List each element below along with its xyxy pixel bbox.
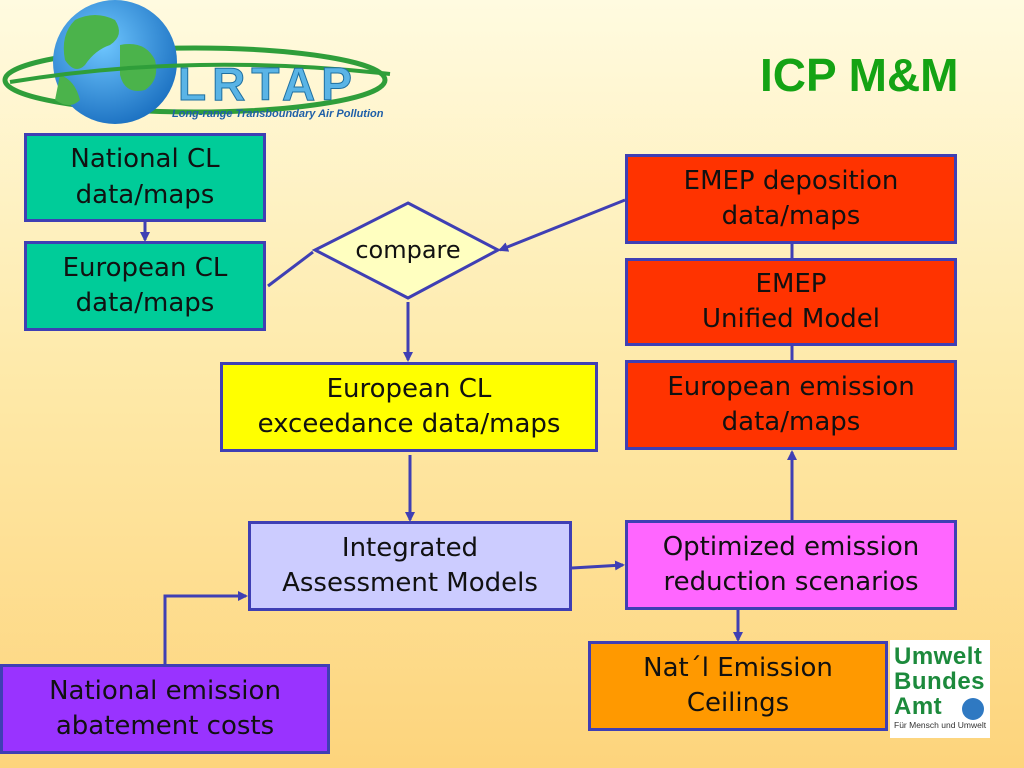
compare-label: compare xyxy=(355,236,461,264)
uba-tagline: Für Mensch und Umwelt xyxy=(894,720,987,730)
european-emission-box: European emission data/maps xyxy=(625,360,957,450)
exceedance-line1: European CL xyxy=(326,373,492,404)
european-emission-line2: data/maps xyxy=(721,407,861,437)
exceedance-box: European CL exceedance data/maps xyxy=(220,362,598,452)
optimized-line2: reduction scenarios xyxy=(663,567,919,597)
arrow-emep-to-compare xyxy=(498,198,626,252)
optimized-box: Optimized emission reduction scenarios xyxy=(625,520,957,610)
uba-line2: Bundes xyxy=(894,668,986,695)
emep-model-line2: Unified Model xyxy=(702,304,880,334)
optimized-line1: Optimized emission xyxy=(662,531,920,562)
emep-deposition-box: EMEP deposition data/maps xyxy=(625,154,957,244)
national-abatement-line2: abatement costs xyxy=(55,711,275,741)
ceilings-box: Nat´l Emission Ceilings xyxy=(588,641,888,731)
emep-deposition-line1: EMEP deposition xyxy=(683,165,899,196)
national-abatement-box: National emission abatement costs xyxy=(0,664,330,754)
arrow-abatement-to-integrated xyxy=(163,591,248,664)
lrtap-logo: LRTAP Long-range Transboundary Air Pollu… xyxy=(2,0,391,124)
european-cl-box: European CL data/maps xyxy=(24,241,266,331)
integrated-line1: Integrated xyxy=(341,532,479,563)
un-emblem-icon xyxy=(962,698,984,720)
european-emission-line1: European emission xyxy=(667,371,915,402)
national-cl-line1: National CL xyxy=(70,144,220,175)
compare-diamond xyxy=(311,201,502,300)
arrow-integrated-to-optimized xyxy=(571,560,625,571)
uba-line1: Umwelt xyxy=(894,643,983,670)
emep-model-box: EMEP Unified Model xyxy=(625,258,957,346)
national-abatement-line1: National emission xyxy=(49,675,281,706)
page-title: ICP M&M xyxy=(760,49,959,101)
ceilings-line1: Nat´l Emission xyxy=(643,652,833,683)
connector-european-to-compare xyxy=(267,250,314,288)
umweltbundesamt-logo: Umwelt Bundes Amt Für Mensch und Umwelt xyxy=(890,640,990,738)
logo-subtitle: Long-range Transboundary Air Pollution xyxy=(172,108,384,120)
integrated-line2: Assessment Models xyxy=(282,568,538,598)
european-cl-line1: European CL xyxy=(62,252,228,283)
emep-deposition-line2: data/maps xyxy=(721,201,861,231)
national-cl-line2: data/maps xyxy=(75,179,215,210)
integrated-box: Integrated Assessment Models xyxy=(248,521,572,611)
national-cl-box: National CL data/maps xyxy=(24,133,266,222)
emep-model-line1: EMEP xyxy=(755,268,827,299)
exceedance-line2: exceedance data/maps xyxy=(257,409,561,439)
uba-line3: Amt xyxy=(894,693,943,720)
european-cl-line2: data/maps xyxy=(75,288,215,318)
ceilings-line2: Ceilings xyxy=(686,688,790,718)
logo-text: LRTAP xyxy=(178,58,358,110)
